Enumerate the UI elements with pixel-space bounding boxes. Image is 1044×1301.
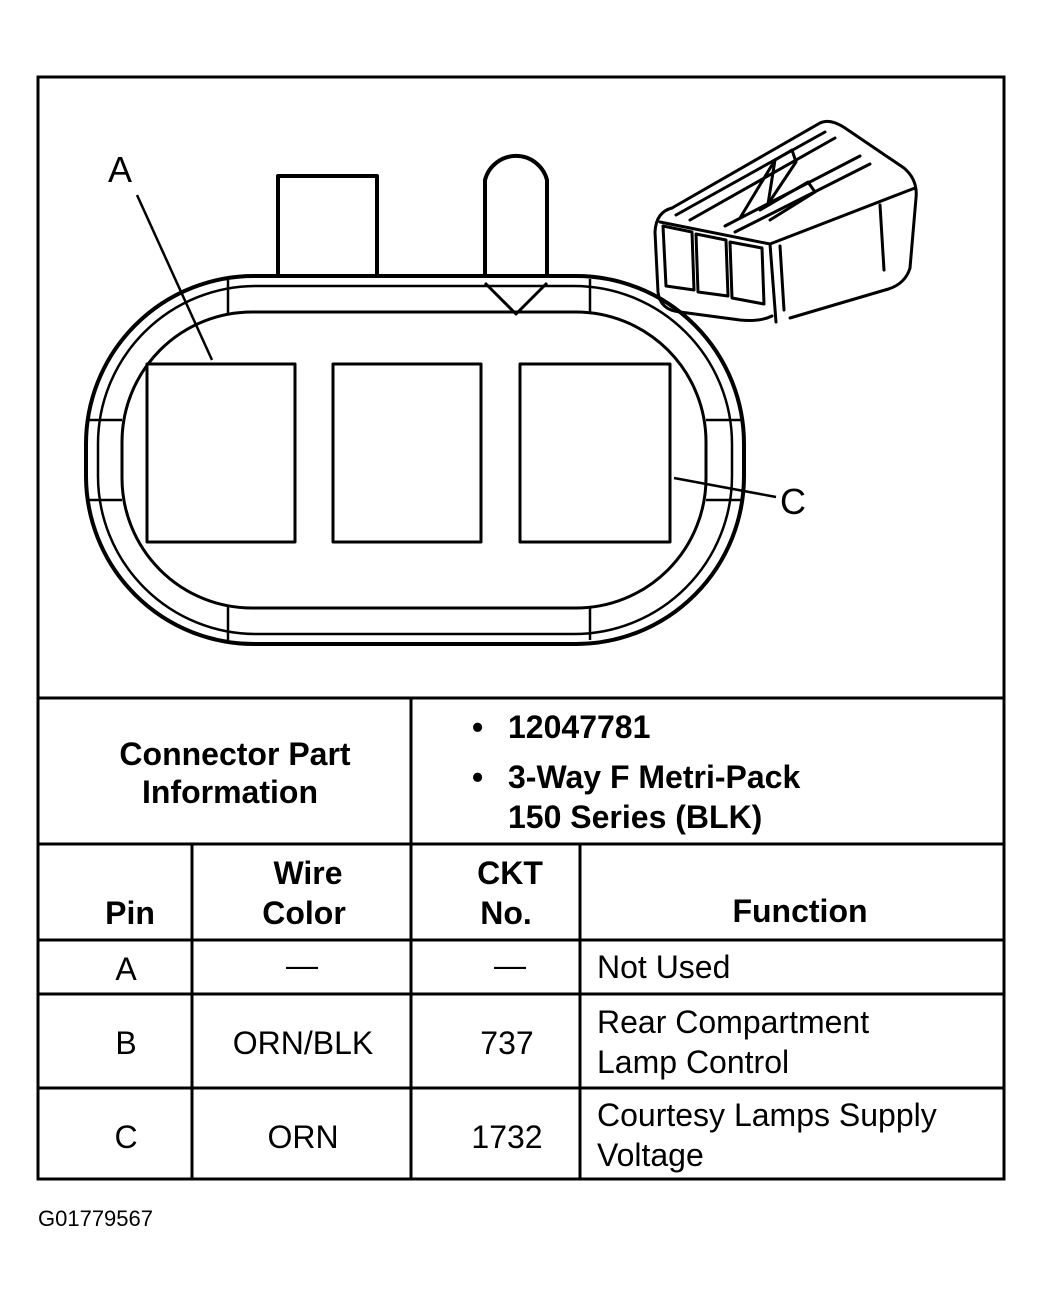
header-ckt-line1: CKT [477, 855, 543, 891]
connector-isometric-illustration [653, 119, 918, 324]
row-c-pin: C [114, 1119, 137, 1155]
part-info-label-line2: Information [142, 774, 318, 810]
table-header: Pin Wire Color CKT No. Function [105, 855, 867, 931]
cavity-c [518, 362, 672, 544]
table-row: C ORN 1732 Courtesy Lamps Supply Voltage [114, 1097, 936, 1173]
header-function: Function [732, 893, 867, 929]
square-lock-tab [276, 174, 379, 276]
row-a-wire-color: — [286, 947, 318, 983]
row-c-ckt: 1732 [471, 1119, 542, 1155]
table-grid [38, 696, 1004, 1179]
leader-line-c [673, 476, 777, 499]
header-wire-color-line2: Color [262, 895, 346, 931]
rounded-lock-tab [483, 153, 549, 276]
connector-cavity-boundary [120, 310, 708, 610]
callout-c: C [780, 481, 806, 522]
row-c-function-line1: Courtesy Lamps Supply [597, 1097, 937, 1133]
row-b-ckt: 737 [480, 1025, 533, 1061]
cavity-b [331, 362, 483, 544]
part-description-line2: 150 Series (BLK) [508, 799, 762, 835]
row-a-pin: A [115, 951, 137, 987]
row-c-wire-color: ORN [267, 1119, 338, 1155]
rounded-lock-tab-point [483, 281, 549, 316]
connector-outer-shell [84, 274, 746, 646]
row-a-function: Not Used [597, 949, 730, 985]
connector-face-view [84, 153, 777, 646]
part-number: 12047781 [508, 709, 650, 745]
row-b-function-line1: Rear Compartment [597, 1004, 869, 1040]
part-description-line1: 3-Way F Metri-Pack [508, 759, 800, 795]
part-info-label-line1: Connector Part [119, 736, 350, 772]
header-wire-color-line1: Wire [273, 855, 342, 891]
row-b-pin: B [115, 1025, 136, 1061]
bullet-1: • [472, 709, 483, 745]
leader-line-a [135, 194, 214, 361]
header-pin: Pin [105, 895, 155, 931]
row-b-function-line2: Lamp Control [597, 1044, 789, 1080]
header-ckt-line2: No. [480, 895, 532, 931]
connector-part-info: Connector Part Information • 12047781 • … [119, 709, 800, 835]
table-row: B ORN/BLK 737 Rear Compartment Lamp Cont… [115, 1004, 869, 1080]
cavity-a [145, 362, 297, 544]
connector-inner-shell [96, 284, 734, 636]
bullet-2: • [472, 759, 483, 795]
row-b-wire-color: ORN/BLK [233, 1025, 373, 1061]
figure-id: G01779567 [38, 1206, 153, 1231]
table-row: A — — Not Used [115, 947, 730, 987]
callout-a: A [108, 149, 132, 190]
row-c-function-line2: Voltage [597, 1137, 704, 1173]
outer-frame [36, 75, 1006, 1181]
row-a-ckt: — [494, 947, 526, 983]
